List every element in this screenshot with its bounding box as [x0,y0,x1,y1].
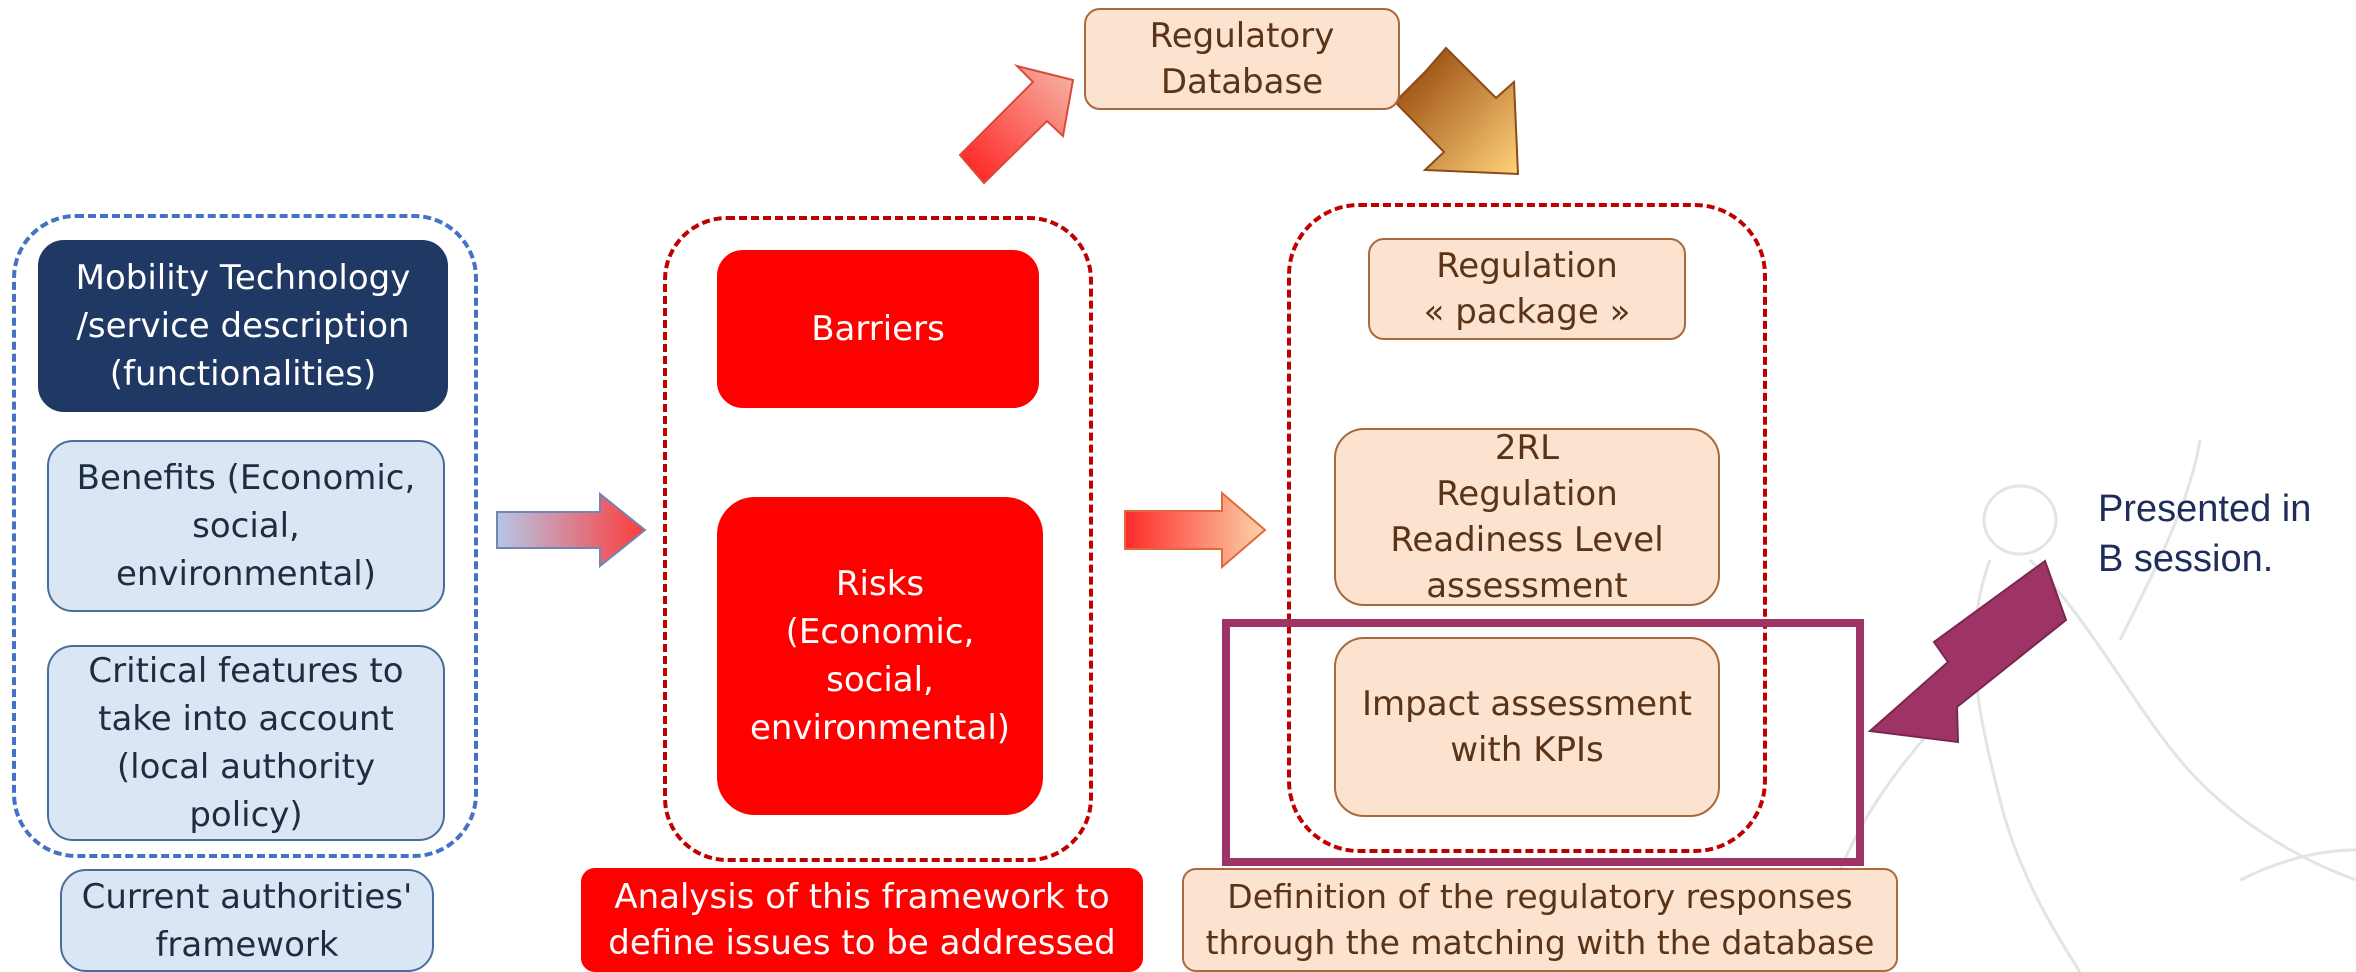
critical-features-box: Critical features to take into account (… [47,645,445,841]
arrow-left-to-middle [496,491,647,569]
middle-group-container [663,216,1093,862]
current-framework-box: Current authorities' framework [60,869,434,972]
technology-description-box: Mobility Technology /service description… [38,240,448,412]
arrow-up-to-database [958,64,1075,185]
risks-box: Risks (Economic, social, environmental) [717,497,1043,815]
highlight-frame [1222,619,1864,866]
presented-session-note: Presented in B session. [2098,488,2312,580]
impact-assessment-box: Impact assessment with KPIs [1334,637,1720,817]
regulatory-database-box: Regulatory Database [1084,8,1400,110]
arrow-middle-to-right [1124,490,1267,570]
highlight-arrow [1867,559,2068,744]
definition-box: Definition of the regulatory responses t… [1182,868,1898,972]
analysis-box: Analysis of this framework to define iss… [581,868,1143,972]
left-group-container [12,214,478,858]
benefits-box: Benefits (Economic, social, environmenta… [47,440,445,612]
barriers-box: Barriers [717,250,1039,408]
regulation-package-box: Regulation « package » [1368,238,1686,340]
right-group-container [1287,203,1767,853]
readiness-level-box: 2RL Regulation Readiness Level assessmen… [1334,428,1720,606]
arrow-database-to-right [1393,46,1520,176]
